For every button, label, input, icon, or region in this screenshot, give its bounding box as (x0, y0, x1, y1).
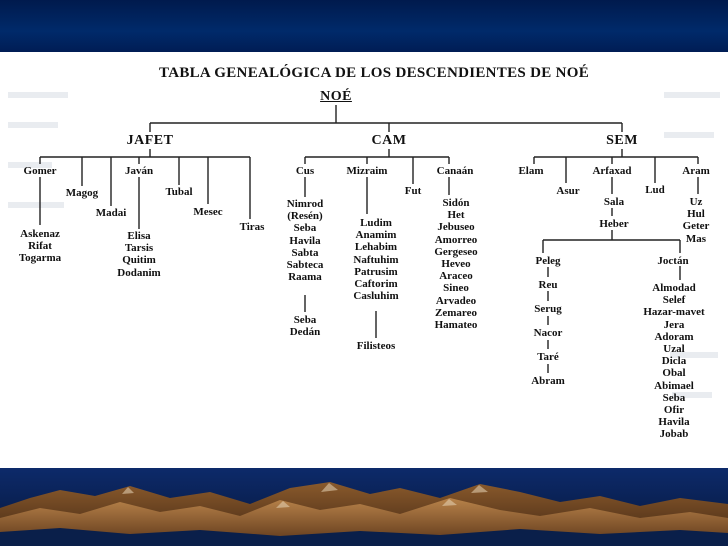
header-bar (0, 0, 728, 52)
list-item: Havila (289, 234, 321, 247)
list-item: Hul (687, 208, 705, 221)
list-item: Almodad (652, 282, 696, 294)
node-cus: Cus (295, 165, 315, 177)
node-nacor: Nacor (533, 327, 563, 339)
node-tare: Taré (537, 351, 559, 363)
list-item: Araceo (439, 270, 473, 283)
list-item: Geter (682, 220, 710, 233)
node-mizraim: Mizraim (346, 165, 388, 177)
background-watermark (8, 92, 720, 398)
node-mesec: Mesec (193, 206, 223, 218)
node-gomer: Gomer (23, 165, 57, 177)
node-madai: Madai (95, 207, 127, 219)
node-reu: Reu (538, 279, 558, 291)
list-item: Het (447, 209, 465, 222)
list-item: Dedán (289, 326, 321, 339)
list-item: Ludim (360, 217, 392, 229)
page-title: TABLA GENEALÓGICA DE LOS DESCENDIENTES D… (159, 65, 589, 81)
node-heber: Heber (599, 218, 629, 230)
list-item: Naftuhim (353, 253, 399, 266)
node-elam: Elam (518, 165, 544, 177)
node-lud: Lud (645, 184, 665, 196)
list-item: Askenaz (20, 228, 60, 240)
list-item: Uz (689, 196, 703, 208)
list-item: Lehabim (354, 241, 398, 254)
list-item: Elisa (127, 230, 151, 242)
list-item: Havila (658, 416, 690, 429)
node-abram: Abram (531, 375, 565, 387)
list-item: Seba (293, 314, 317, 326)
slide-area (0, 52, 728, 468)
list-item: Selef (662, 294, 686, 307)
list-item: Arvadeo (435, 294, 477, 307)
list-item: Gergeseo (434, 245, 478, 258)
list-item: Togarma (18, 252, 62, 265)
list-item: Casluhim (353, 290, 399, 303)
node-asur: Asur (556, 185, 580, 197)
node-cam: CAM (371, 133, 407, 148)
list-item: Dicla (661, 355, 687, 368)
list-item: Jera (663, 318, 685, 331)
list-item: Amorreo (434, 233, 478, 246)
list-item: Patrusim (354, 265, 398, 278)
list-item: Jobab (659, 428, 689, 441)
mizraim-sons: Ludim Anamim Lehabim Naftuhim Patrusim C… (353, 217, 398, 302)
node-filisteos: Filisteos (356, 340, 396, 352)
node-peleg: Peleg (535, 255, 561, 267)
list-item: Mas (685, 232, 707, 245)
mountain-landscape-footer (0, 468, 728, 546)
node-javan: Javán (124, 165, 154, 177)
aram-sons: Uz Hul Geter Mas (683, 196, 710, 245)
list-item: Abimael (654, 379, 694, 392)
list-item: Anamim (355, 229, 397, 242)
list-item: Hamateo (434, 319, 478, 332)
list-item: Sabta (291, 246, 319, 259)
list-item: Zemareo (435, 306, 477, 319)
list-item: Sabteca (286, 259, 324, 272)
node-jafet: JAFET (126, 133, 174, 148)
canaan-sons: Sidón Het Jebuseo Amorreo Gergeseo Heveo… (434, 197, 477, 331)
joctan-sons: Almodad Selef Hazar-mavet Jera Adoram Uz… (643, 282, 704, 441)
list-item: Tarsis (124, 242, 154, 255)
list-item: Sineo (443, 282, 469, 295)
list-item: Seba (662, 391, 686, 404)
list-item: Obal (662, 367, 686, 380)
node-joctan: Joctán (657, 255, 689, 267)
node-serug: Serug (534, 303, 562, 315)
node-fut: Fut (404, 185, 422, 197)
list-item: Nimrod (286, 198, 324, 210)
cus-sons: Nimrod (Resén) Seba Havila Sabta Sabteca… (287, 198, 324, 283)
node-magog: Magog (65, 187, 99, 199)
node-canaan: Canaán (436, 165, 474, 177)
node-arfaxad: Arfaxad (592, 165, 632, 177)
root-node-noe: NOÉ (320, 89, 352, 104)
list-item: Caftorim (354, 278, 398, 291)
list-item: (Resén) (287, 210, 323, 223)
raama-sons: Seba Dedán (290, 314, 321, 338)
list-item: Dodanim (117, 266, 161, 279)
list-item: Raama (288, 271, 322, 284)
list-item: Heveo (441, 258, 471, 271)
list-item: Seba (293, 222, 317, 235)
node-sala: Sala (603, 196, 625, 208)
node-tiras: Tiras (239, 221, 265, 233)
node-tubal: Tubal (165, 186, 193, 198)
list-item: Uzal (663, 343, 685, 356)
list-item: Rifat (28, 240, 52, 253)
list-item: Hazar-mavet (643, 306, 705, 319)
list-item: Ofir (663, 404, 685, 417)
list-item: Quitim (122, 254, 156, 267)
node-sem: SEM (606, 133, 638, 148)
list-item: Jebuseo (437, 221, 475, 234)
list-item: Sidón (442, 197, 470, 209)
javan-sons: Elisa Tarsis Quitim Dodanim (117, 230, 160, 279)
list-item: Adoram (654, 330, 694, 343)
gomer-sons: Askenaz Rifat Togarma (19, 228, 61, 265)
node-aram: Aram (682, 165, 710, 177)
